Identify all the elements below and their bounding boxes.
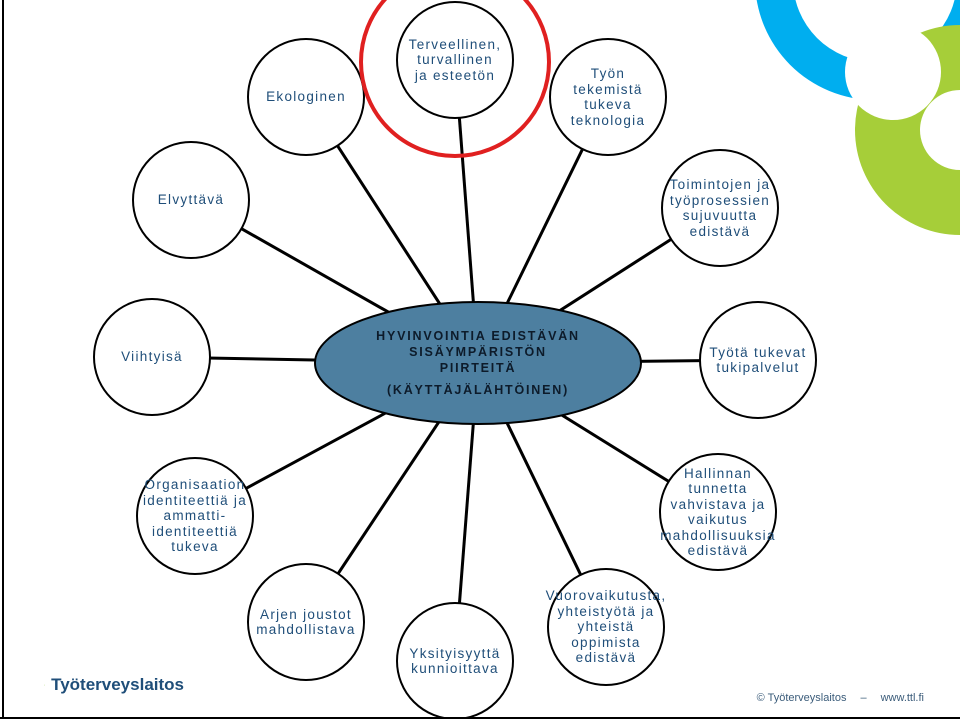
ttl-logo-wordmark: Työterveyslaitos: [51, 675, 184, 695]
node-label: Työn tekemistä tukeva teknologia: [571, 66, 646, 128]
center-line-4: (KÄYTTÄJÄLÄHTÖINEN): [387, 382, 569, 398]
footer-separator: –: [860, 692, 866, 704]
node-label: Työtä tukevat tukipalvelut: [709, 345, 806, 376]
ttl-logo: Työterveyslaitos: [44, 664, 184, 706]
node-tyon-tekemista: Työn tekemistä tukeva teknologia: [533, 37, 683, 157]
node-label: Toimintojen ja työprosessien sujuvuutta …: [670, 177, 771, 239]
node-label: Organisaation identiteettiä ja ammatti- …: [143, 477, 247, 555]
node-label: Arjen joustot mahdollistava: [256, 607, 355, 638]
node-label: Yksityisyyttä kunnioittava: [409, 646, 500, 677]
center-line-3: PIIRTEITÄ: [440, 360, 517, 376]
node-tyota-tukevat: Työtä tukevat tukipalvelut: [683, 300, 833, 420]
node-label: Hallinnan tunnetta vahvistava ja vaikutu…: [660, 466, 776, 559]
center-line-2: SISÄYMPÄRISTÖN: [409, 344, 547, 360]
node-vuorovaikutusta: Vuorovaikutusta, yhteistyötä ja yhteistä…: [531, 567, 681, 687]
node-yksityisyytta: Yksityisyyttä kunnioittava: [380, 601, 530, 721]
node-ekologinen: Ekologinen: [231, 37, 381, 157]
footer-url: www.ttl.fi: [881, 692, 924, 704]
node-label: Ekologinen: [266, 89, 346, 105]
node-label: Elvyttävä: [158, 192, 224, 208]
node-label: Vuorovaikutusta, yhteistyötä ja yhteistä…: [546, 588, 667, 666]
center-line-1: HYVINVOINTIA EDISTÄVÄN: [376, 328, 580, 344]
footer-copyright: © Työterveyslaitos: [757, 692, 847, 704]
frame-left-border: [2, 0, 4, 719]
node-hallinnan: Hallinnan tunnetta vahvistava ja vaikutu…: [643, 452, 793, 572]
node-label: Terveellinen, turvallinen ja esteetön: [409, 37, 502, 84]
node-terveellinen: Terveellinen, turvallinen ja esteetön: [380, 0, 530, 120]
ttl-logo-mark-icon: [44, 666, 45, 704]
node-organisaation: Organisaation identiteettiä ja ammatti- …: [120, 456, 270, 576]
deco-white-circle: [845, 24, 941, 120]
node-arjen: Arjen joustot mahdollistava: [231, 562, 381, 682]
node-label: Viihtyisä: [121, 349, 183, 365]
center-title: HYVINVOINTIA EDISTÄVÄN SISÄYMPÄRISTÖN PI…: [330, 322, 626, 404]
footer: © Työterveyslaitos – www.ttl.fi: [757, 692, 924, 704]
node-viihtyisa: Viihtyisä: [77, 297, 227, 417]
node-elvyttava: Elvyttävä: [116, 140, 266, 260]
node-toimintojen: Toimintojen ja työprosessien sujuvuutta …: [645, 148, 795, 268]
